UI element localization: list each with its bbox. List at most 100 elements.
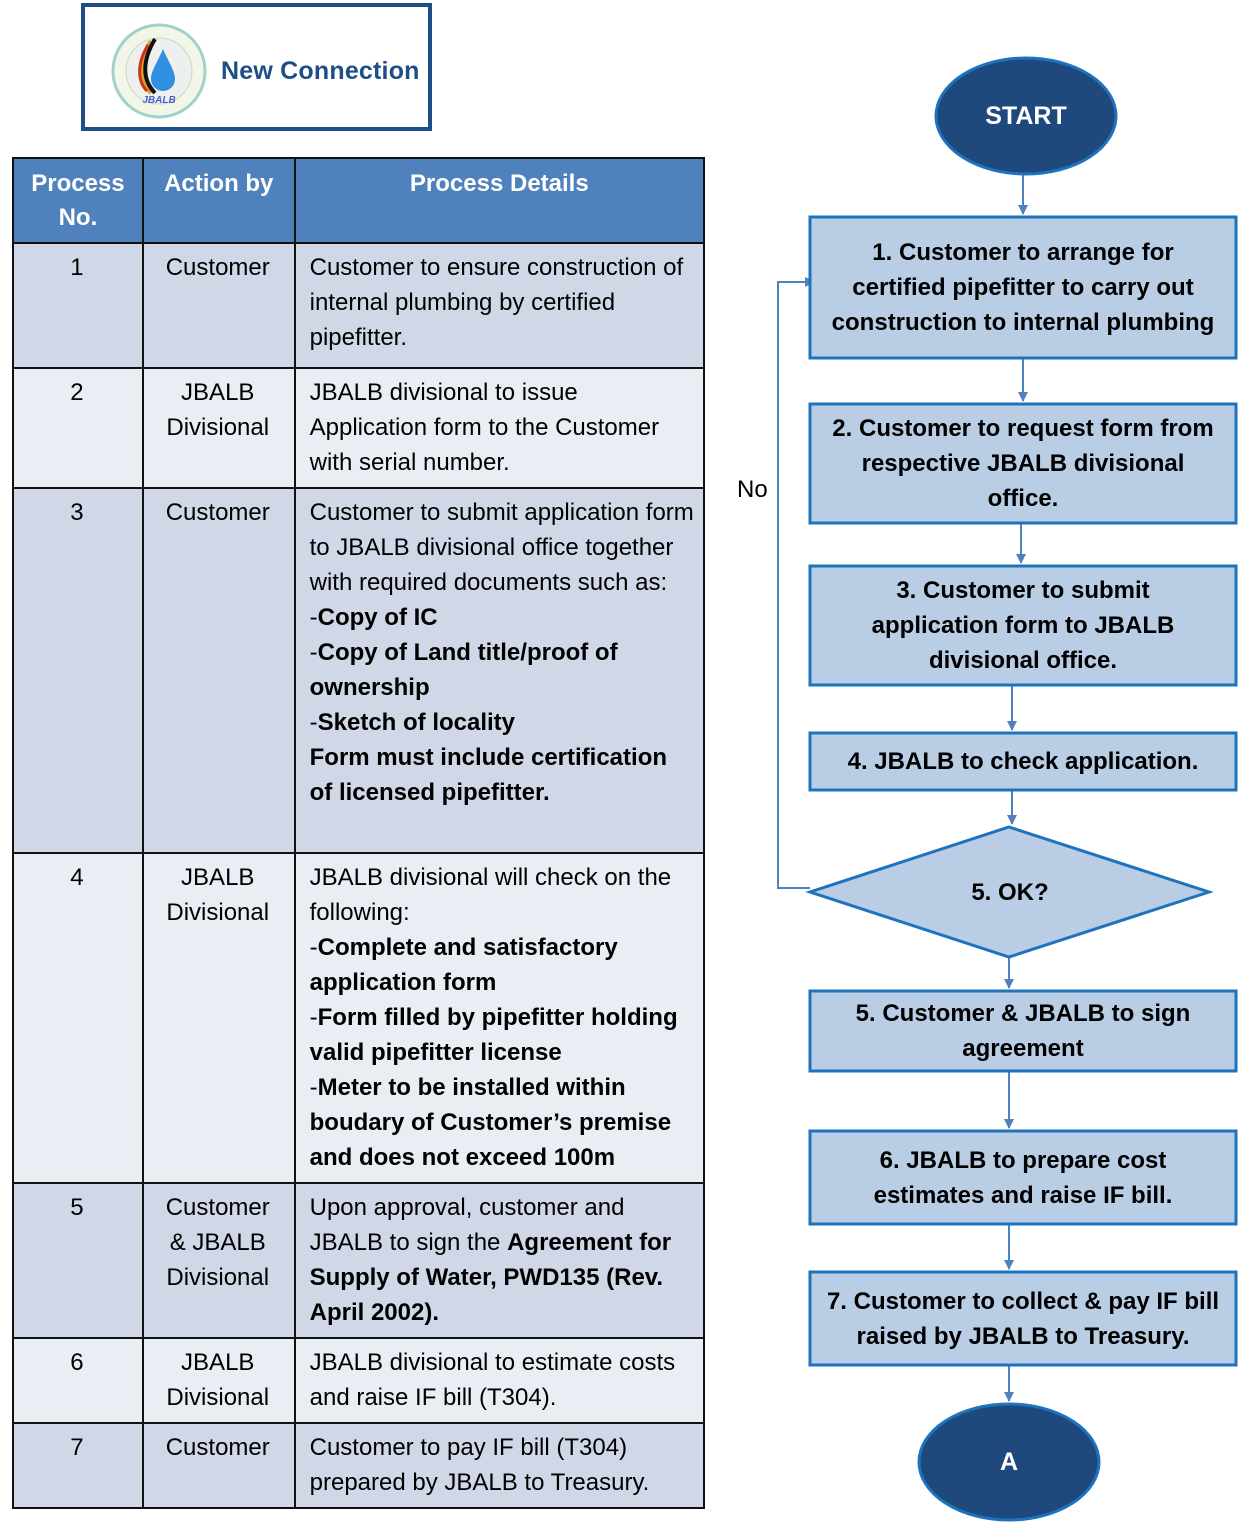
process-details: Customer to ensure construction of inter… [293, 242, 706, 369]
process-details: JBALB divisional will check on the follo… [293, 852, 706, 1184]
process-number: 6 [12, 1337, 144, 1424]
detail-line: JBALB divisional will check on the follo… [310, 860, 695, 930]
detail-text: Form must include certification of licen… [309, 744, 668, 806]
header-text: No. [58, 204, 98, 231]
bullet-dash: - [309, 1004, 318, 1031]
table-header-row: Process No. Action by Process Details [12, 157, 706, 244]
detail-line: Upon approval, customer and JBALB to sig… [310, 1190, 695, 1330]
table-row: 5 Customer & JBALB Divisional Upon approval,… [12, 1182, 706, 1339]
flow-step-2-label: 2. Customer to request form from respect… [832, 415, 1214, 512]
flow-step-3-label: 3. Customer to submit application form t… [871, 577, 1175, 674]
action-by: Customer [141, 487, 296, 854]
detail-line: -Meter to be installed within boudary of… [310, 1070, 695, 1175]
detail-text: JBALB divisional to estimate costs and r… [309, 1349, 676, 1411]
action-by: JBALB Divisional [141, 367, 296, 489]
action-by: Customer [141, 242, 296, 369]
action-by-line: JBALB [181, 1349, 255, 1376]
detail-line: -Complete and satisfactory application f… [310, 930, 695, 1000]
detail-text: Customer to submit application form to J… [309, 499, 694, 596]
arrow-no-loop-back [777, 277, 815, 889]
action-by-line: Divisional [166, 899, 270, 926]
flow-step-5-label: 5. Customer & JBALB to sign agreement [855, 1000, 1191, 1062]
title-box: JBALB New Connection [81, 3, 432, 131]
header-action-by: Action by [141, 157, 296, 244]
action-by-line: Customer [165, 254, 270, 281]
detail-line: Customer to submit application form to J… [310, 495, 695, 600]
process-details: Upon approval, customer and JBALB to sig… [293, 1182, 706, 1339]
table-row: 1 Customer Customer to ensure construction… [12, 242, 706, 369]
end-connector-a [917, 1402, 1101, 1522]
process-number: 4 [12, 852, 144, 1184]
flow-step-3 [808, 564, 1238, 687]
process-details: Customer to pay IF bill (T304) prepared … [293, 1422, 706, 1509]
process-details: Customer to submit application form to J… [293, 487, 706, 854]
no-branch-label: No [737, 476, 768, 503]
action-by: JBALB Divisional [141, 852, 296, 1184]
start-label: START [985, 101, 1067, 130]
table-row: 3 Customer Customer to submit application … [12, 487, 706, 854]
bullet-dash: - [309, 639, 318, 666]
end-label: A [999, 1447, 1019, 1476]
action-by: JBALB Divisional [141, 1337, 296, 1424]
table-row: 2 JBALB Divisional JBALB divisional to issu… [12, 367, 706, 489]
process-details: JBALB divisional to issue Application fo… [293, 367, 706, 489]
logo-text: JBALB [142, 95, 175, 106]
detail-line: Form must include certification of licen… [310, 740, 695, 810]
detail-text: Upon approval, customer and JBALB to sig… [309, 1194, 625, 1256]
action-by-line: JBALB [181, 379, 255, 406]
action-by-line: Customer [165, 499, 270, 526]
flow-step-1-label: 1. Customer to arrange for certified pip… [831, 239, 1215, 336]
action-by-line: Divisional [166, 1264, 270, 1291]
flow-step-6 [808, 1129, 1238, 1226]
header-process-details: Process Details [293, 157, 706, 244]
flow-step-4-label: 4. JBALB to check application. [847, 748, 1199, 775]
flow-connectors [777, 175, 1028, 1402]
action-by: Customer [141, 1422, 296, 1509]
process-number: 1 [12, 242, 144, 369]
bullet-dash: - [309, 934, 318, 961]
detail-text: Meter to be installed within boudary of … [309, 1074, 672, 1171]
detail-text: Sketch of locality [317, 709, 516, 736]
decision-label: 5. OK? [971, 878, 1049, 906]
decision-diamond [805, 825, 1214, 959]
header-process-no: Process No. [12, 157, 144, 244]
action-by: Customer & JBALB Divisional [141, 1182, 296, 1339]
flow-step-7-label: 7. Customer to collect & pay IF bill rai… [826, 1287, 1220, 1350]
table-row: 4 JBALB Divisional JBALB divisional will ch… [12, 852, 706, 1184]
detail-line: -Sketch of locality [310, 705, 695, 740]
detail-text: JBALB divisional will check on the follo… [309, 864, 672, 926]
table-row: 6 JBALB Divisional JBALB divisional to esti… [12, 1337, 706, 1424]
start-terminal [934, 56, 1118, 176]
detail-text: JBALB divisional to issue Application fo… [309, 379, 660, 476]
detail-text: Customer to pay IF bill (T304) prepared … [309, 1434, 650, 1496]
process-number: 3 [12, 487, 144, 854]
detail-line: Customer to ensure construction of inter… [310, 250, 695, 355]
process-number: 5 [12, 1182, 144, 1339]
detail-line: JBALB divisional to issue Application fo… [310, 375, 695, 480]
detail-line: -Form filled by pipefitter holding valid… [310, 1000, 695, 1070]
action-by-line: Divisional [166, 414, 270, 441]
detail-text: Customer to ensure construction of inter… [309, 254, 684, 351]
detail-text: Copy of Land title/proof of ownership [309, 639, 618, 701]
action-by-line: & JBALB [169, 1229, 266, 1256]
flow-step-4 [808, 731, 1238, 792]
bullet-dash: - [309, 1074, 318, 1101]
flow-step-7 [808, 1270, 1238, 1367]
detail-line: -Copy of Land title/proof of ownership [310, 635, 695, 705]
action-by-line: Customer [165, 1194, 270, 1221]
detail-text: Form filled by pipefitter holding valid … [309, 1004, 678, 1066]
flow-step-5 [808, 989, 1238, 1073]
process-number: 7 [12, 1422, 144, 1509]
detail-text: Complete and satisfactory application fo… [309, 934, 618, 996]
process-number: 2 [12, 367, 144, 489]
detail-line: -Copy of IC [310, 600, 695, 635]
action-by-line: Divisional [166, 1384, 270, 1411]
detail-line: JBALB divisional to estimate costs and r… [310, 1345, 695, 1415]
flow-step-1 [808, 215, 1238, 360]
detail-line: Customer to pay IF bill (T304) prepared … [310, 1430, 695, 1500]
flow-step-2 [808, 402, 1238, 525]
action-by-line: Customer [165, 1434, 270, 1461]
action-by-line: JBALB [181, 864, 255, 891]
